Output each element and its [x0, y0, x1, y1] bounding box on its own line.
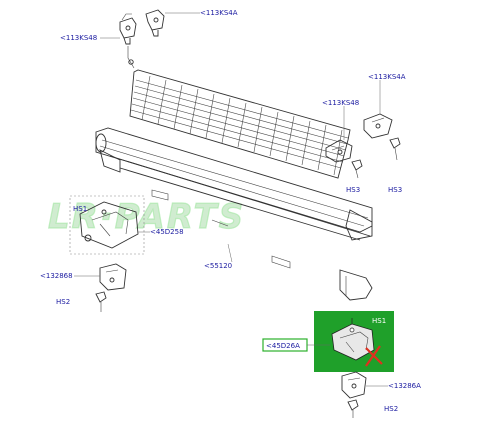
right-bracket-113ks48[interactable] — [325, 139, 353, 163]
watermark-text: LR·PARTS — [48, 197, 245, 237]
label-hs1-highlight[interactable]: HS1 — [372, 317, 386, 325]
top-pin — [128, 59, 134, 65]
screw-hs2-bottom[interactable] — [347, 399, 359, 418]
label-113ks48-right[interactable]: <113KS48 — [322, 99, 359, 107]
load-space-cover-55120[interactable] — [95, 69, 373, 301]
right-bracket-113ks4a[interactable] — [363, 113, 393, 139]
cross-mark-icon — [365, 345, 383, 367]
top-bracket-113ks4a[interactable] — [145, 9, 165, 37]
label-55120[interactable]: <55120 — [204, 262, 232, 270]
left-module-45d258[interactable] — [79, 201, 139, 249]
label-hs3-right[interactable]: HS3 — [388, 186, 402, 194]
top-bracket-113ks48[interactable] — [119, 13, 137, 45]
highlight-module-45d26a[interactable] — [331, 318, 375, 361]
label-13286a[interactable]: <13286A — [388, 382, 421, 390]
label-132868[interactable]: <132868 — [40, 272, 73, 280]
screw-hs3-left[interactable] — [351, 159, 363, 179]
leader-55120 — [227, 243, 233, 263]
label-45d26a[interactable]: <45D26A — [266, 342, 300, 350]
label-hs2-bottom[interactable]: HS2 — [384, 405, 398, 413]
label-113ks4a-top[interactable]: <113KS4A — [200, 9, 238, 17]
top-strap — [127, 46, 135, 69]
label-hs2-left[interactable]: HS2 — [56, 298, 70, 306]
label-45d258[interactable]: <45D258 — [150, 228, 184, 236]
label-113ks4a-right[interactable]: <113KS4A — [368, 73, 406, 81]
label-hs3-left[interactable]: HS3 — [346, 186, 360, 194]
left-bracket-132868[interactable] — [99, 263, 127, 291]
label-113ks48-top[interactable]: <113KS48 — [60, 34, 97, 42]
screw-hs3-right[interactable] — [389, 137, 401, 161]
label-hs1-left[interactable]: HS1 — [73, 205, 87, 213]
bottom-bracket-13286a[interactable] — [341, 371, 367, 399]
left-module-box — [69, 195, 145, 255]
screw-hs2-left[interactable] — [95, 291, 107, 312]
